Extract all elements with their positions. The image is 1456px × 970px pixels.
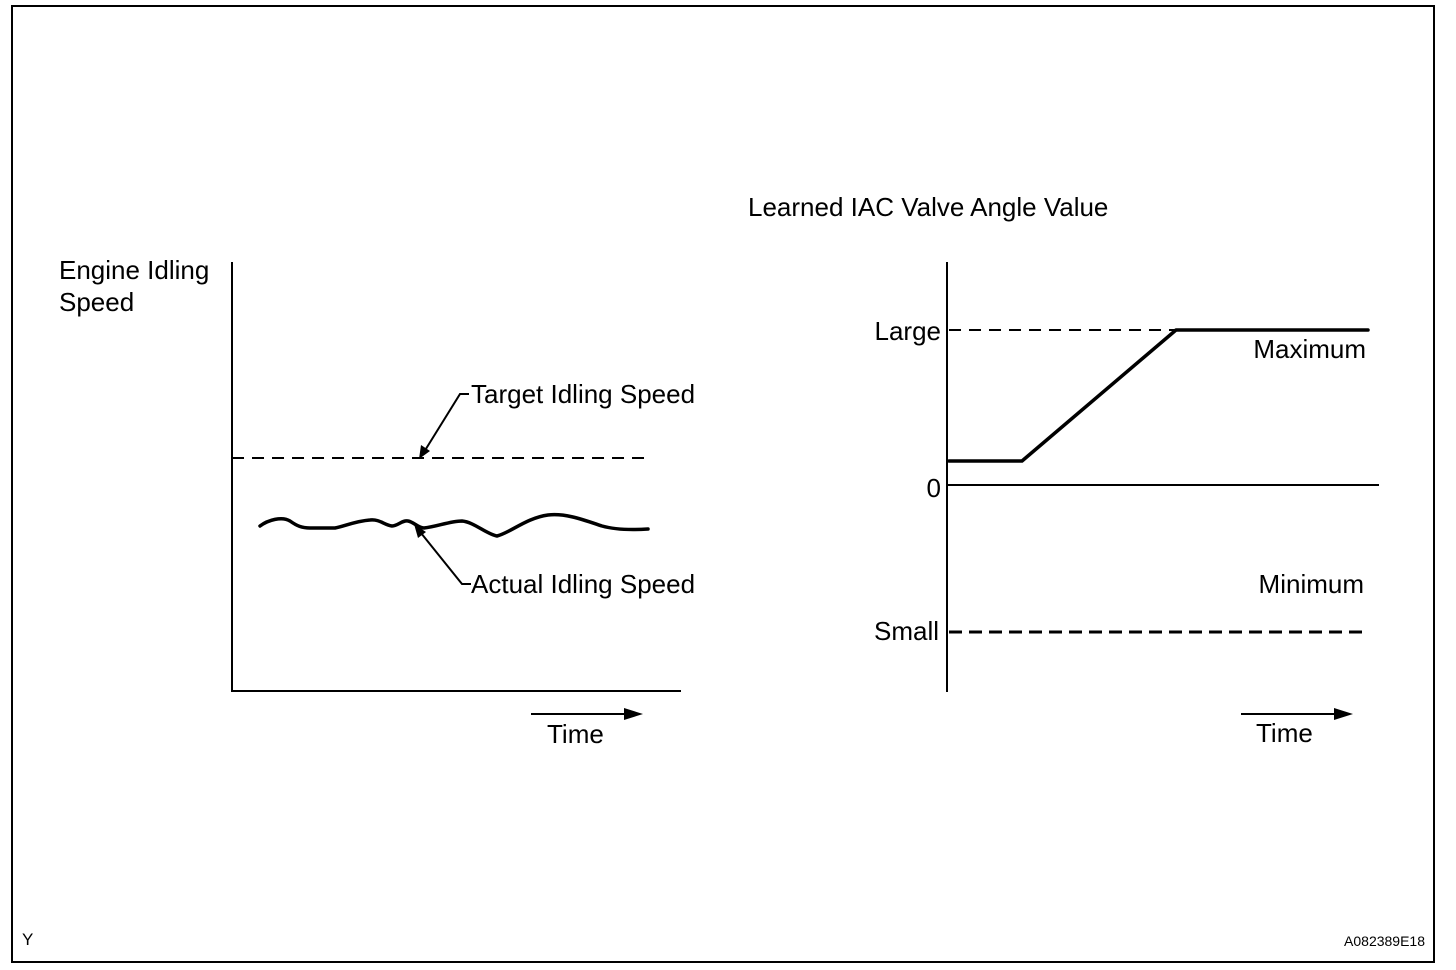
right-time-label: Time (1256, 718, 1313, 748)
target-arrowhead (419, 445, 430, 459)
tick-zero-label: 0 (927, 473, 941, 503)
corner-letter: Y (22, 930, 33, 949)
right-diagram: Learned IAC Valve Angle Value Large 0 Sm… (748, 192, 1379, 748)
actual-arrowhead (414, 524, 426, 538)
left-time-arrowhead (624, 708, 643, 720)
left-time-label: Time (547, 719, 604, 749)
target-leader-line (423, 393, 469, 453)
tick-large-label: Large (875, 316, 942, 346)
minimum-label: Minimum (1259, 569, 1364, 599)
actual-idling-speed-curve (258, 512, 650, 538)
tick-small-label: Small (874, 616, 939, 646)
left-y-axis-label-line1: Engine Idling (59, 255, 209, 285)
right-diagram-title: Learned IAC Valve Angle Value (748, 192, 1108, 222)
left-diagram: Engine Idling Speed Target Idling Speed … (59, 255, 695, 749)
target-idling-speed-label: Target Idling Speed (471, 379, 695, 409)
maximum-label: Maximum (1253, 334, 1366, 364)
figure-code: A082389E18 (1344, 933, 1425, 949)
actual-leader-line (420, 532, 471, 585)
figure-border (11, 5, 1435, 963)
actual-idling-speed-label: Actual Idling Speed (471, 569, 695, 599)
left-y-axis-label-line2: Speed (59, 287, 134, 317)
right-time-arrowhead (1334, 708, 1353, 720)
learned-value-curve (947, 328, 1370, 463)
